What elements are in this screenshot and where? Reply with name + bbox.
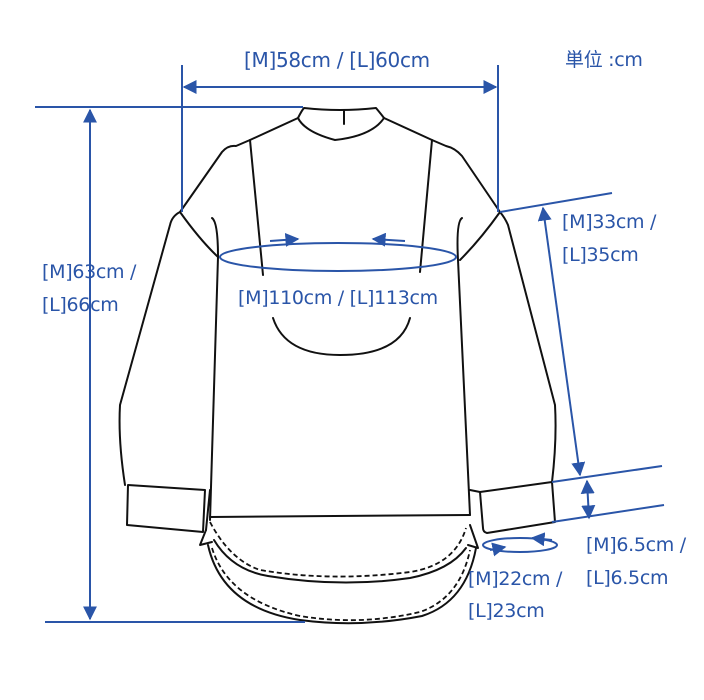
cuff-circumference-label-l: [L]23cm [468,600,545,622]
length-label-m: [M]63cm / [42,261,137,283]
cuff-height-label-m: [M]6.5cm / [586,534,686,556]
shoulder-width-label: [M]58cm / [L]60cm [244,48,430,72]
cuff-ellipse [482,537,558,553]
measurement-lines [35,65,665,623]
cuff-height-arrow [580,479,596,520]
chest-label: [M]110cm / [L]113cm [238,287,438,309]
unit-label: 単位 :cm [565,49,643,71]
cuff-height-label-l: [L]6.5cm [586,567,669,589]
chest-ellipse [219,242,457,272]
sleeve-length-label-m: [M]33cm / [562,211,657,233]
length-label-l: [L]66cm [42,294,119,316]
sleeve-length-arrow [537,206,586,477]
shirt-outline [118,107,557,625]
cuff-circumference-label-m: [M]22cm / [468,568,563,590]
sleeve-length-label-l: [L]35cm [562,244,639,266]
